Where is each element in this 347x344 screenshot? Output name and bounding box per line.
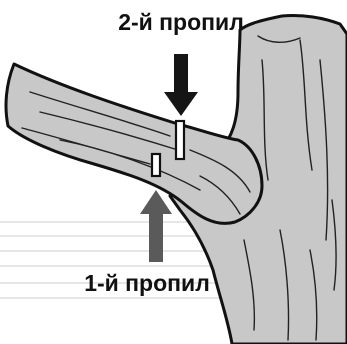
first-cut-notch [152,154,160,176]
first-cut-label: 1-й пропил [84,270,210,296]
tree-branch [6,64,262,223]
down-arrow-icon [164,54,198,116]
second-cut-notch [176,121,184,159]
second-cut-label: 2-й пропил [118,9,244,35]
